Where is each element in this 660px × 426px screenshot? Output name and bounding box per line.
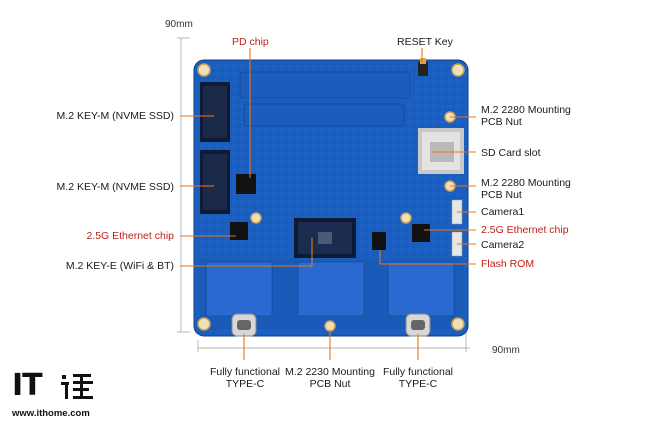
label-m2-key-m-1: M.2 KEY-M (NVME SSD) [57, 110, 174, 122]
eth-chip-left-graphic [230, 222, 248, 240]
label-typec-left-line1: Fully functional [200, 366, 290, 378]
logo-mark-icon [60, 372, 96, 402]
label-typec-right-line2: TYPE-C [373, 378, 463, 390]
flash-rom-graphic [372, 232, 386, 250]
label-nut-2280-1-line1: M.2 2280 Mounting [481, 104, 571, 116]
eth-chip-right-graphic [412, 224, 430, 242]
label-m2-key-e: M.2 KEY-E (WiFi & BT) [66, 260, 174, 272]
pd-chip-graphic [236, 174, 256, 194]
type-c-right-graphic [406, 314, 430, 336]
label-typec-left-line2: TYPE-C [200, 378, 290, 390]
label-nut-2230-line1: M.2 2230 Mounting [278, 366, 382, 378]
m2-key-m-slot-1 [200, 82, 230, 142]
label-typec-right: Fully functional TYPE-C [373, 366, 463, 390]
type-c-left-graphic [232, 314, 256, 336]
ithome-logo: IT www.ithome.com [12, 368, 104, 422]
logo-url: www.ithome.com [12, 408, 90, 419]
m2-key-e-slot-graphic [294, 218, 356, 258]
label-m2-key-m-2: M.2 KEY-M (NVME SSD) [57, 181, 174, 193]
m2-key-m-slot-2 [200, 150, 230, 214]
ethernet-blocks [206, 262, 454, 316]
sd-card-slot-graphic [418, 128, 464, 174]
label-typec-left: Fully functional TYPE-C [200, 366, 290, 390]
label-nut-2280-2-line2: PCB Nut [481, 189, 571, 201]
label-nut-2280-2-line1: M.2 2280 Mounting [481, 177, 571, 189]
label-typec-right-line1: Fully functional [373, 366, 463, 378]
label-eth-chip-left: 2.5G Ethernet chip [86, 230, 174, 242]
top-dimension-label: 90mm [165, 19, 193, 30]
label-nut-2230-line2: PCB Nut [278, 378, 382, 390]
label-nut-2280-1-line2: PCB Nut [481, 116, 571, 128]
label-sd-card: SD Card slot [481, 147, 541, 159]
label-flash-rom: Flash ROM [481, 258, 534, 270]
bottom-dimension-label: 90mm [492, 345, 520, 356]
label-nut-2230: M.2 2230 Mounting PCB Nut [278, 366, 382, 390]
label-pd-chip: PD chip [232, 36, 269, 48]
label-nut-2280-2: M.2 2280 Mounting PCB Nut [481, 177, 571, 201]
label-eth-chip-right: 2.5G Ethernet chip [481, 224, 569, 236]
label-camera2: Camera2 [481, 239, 524, 251]
label-camera1: Camera1 [481, 206, 524, 218]
label-nut-2280-1: M.2 2280 Mounting PCB Nut [481, 104, 571, 128]
label-reset-key: RESET Key [397, 36, 453, 48]
logo-it-text: IT [12, 368, 42, 403]
